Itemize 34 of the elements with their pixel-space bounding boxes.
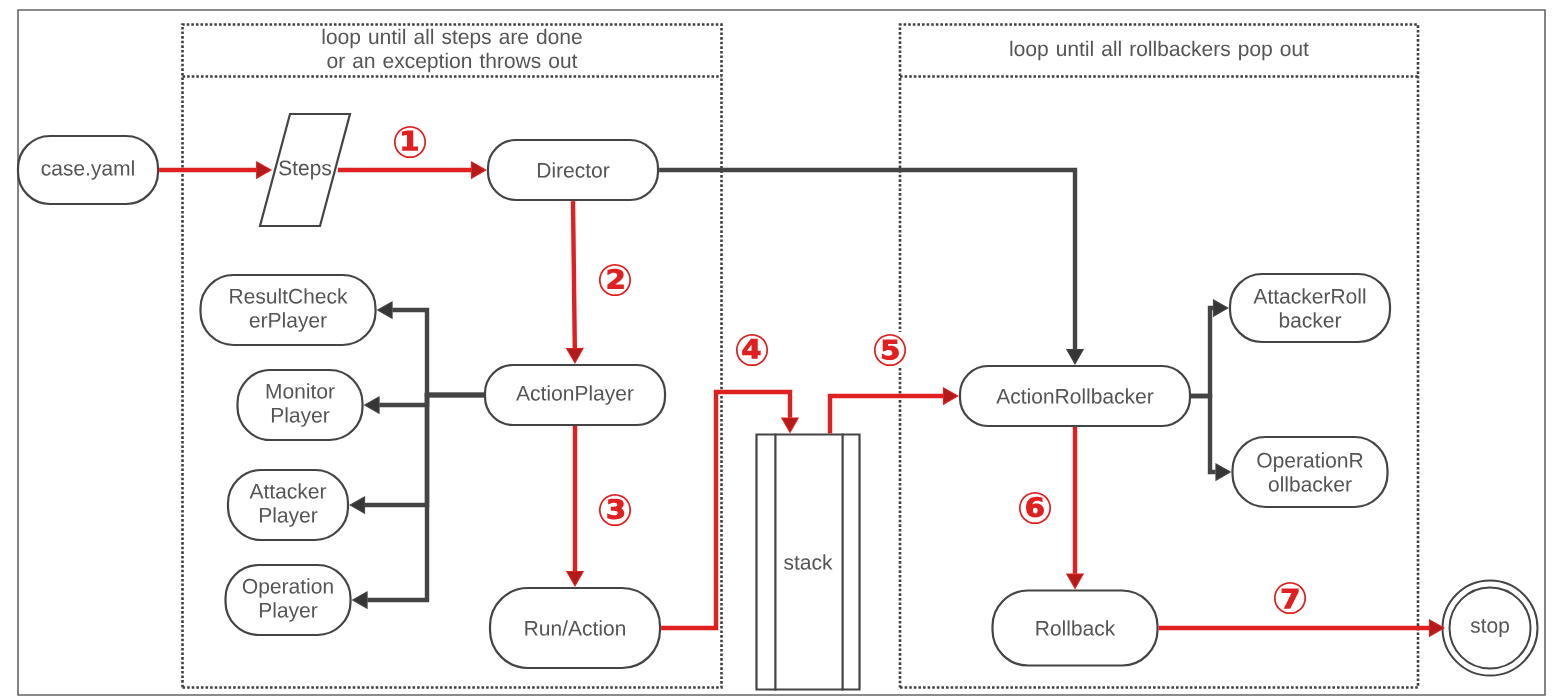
edge-label: ⑦ (1269, 579, 1311, 617)
edge-label: ④ (731, 331, 773, 369)
rounded-box: Monitor Player (236, 368, 364, 442)
data-parallelogram: Steps (258, 112, 352, 228)
rounded-box: Rollback (991, 589, 1159, 667)
edge-label: ① (389, 123, 431, 161)
arrow (827, 387, 959, 434)
rounded-box: ActionPlayer (483, 363, 667, 427)
rounded-box: Operation Player (224, 563, 352, 637)
rounded-box: Attacker Player (226, 468, 350, 542)
arrow (566, 201, 584, 364)
rounded-box: AttackerRoll backer (1228, 272, 1392, 344)
arrow (566, 426, 584, 587)
arrow (1066, 427, 1084, 589)
rounded-box: case.yaml (16, 134, 160, 206)
loop-header: loop until all rollbackers pop out (1010, 40, 1309, 61)
rounded-box: Run/Action (488, 586, 662, 670)
arrow (159, 161, 272, 179)
arrow (1158, 619, 1445, 637)
rounded-box: Director (486, 138, 660, 202)
arrow (659, 167, 1084, 365)
rounded-box: ActionRollbacker (958, 364, 1192, 428)
arrow (661, 389, 799, 631)
arrow (337, 161, 487, 179)
edge-label: ② (594, 261, 636, 299)
arrow (352, 392, 484, 609)
edge-label: ⑤ (869, 331, 911, 369)
arrow (1191, 393, 1231, 481)
loop-header: loop until all steps are done or an exception throws out (322, 28, 582, 73)
rounded-box: ResultCheck erPlayer (199, 273, 377, 347)
edge-label: ⑥ (1014, 489, 1056, 527)
rounded-box: OperationR ollbacker (1231, 435, 1389, 509)
edge-label: ③ (594, 491, 636, 529)
stack-box: stack (755, 433, 861, 691)
